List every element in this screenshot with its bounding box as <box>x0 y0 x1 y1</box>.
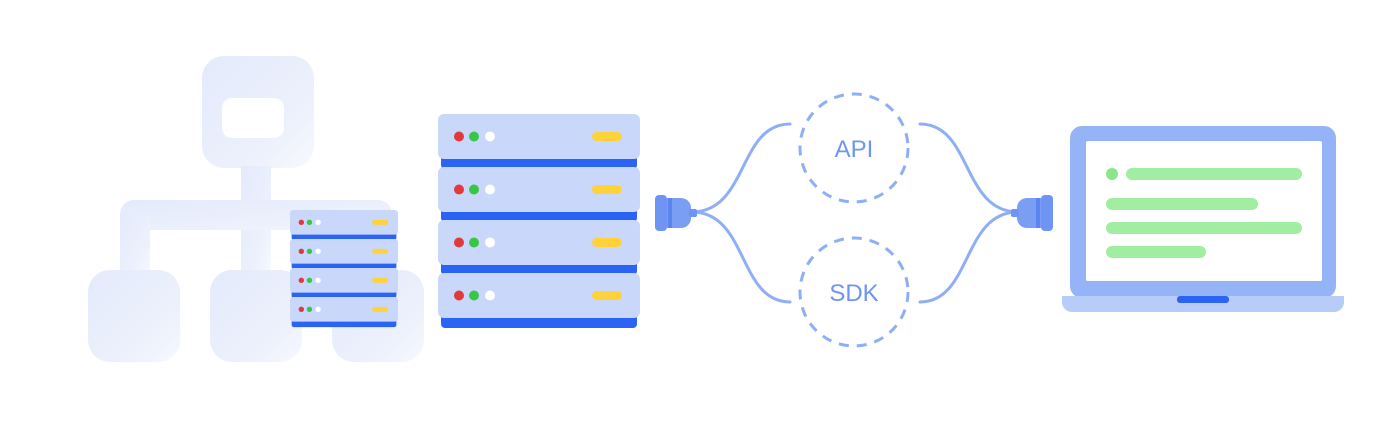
status-led-icon <box>298 277 305 284</box>
status-led-icon <box>485 290 495 301</box>
status-led-icon <box>454 184 464 195</box>
status-led-icon <box>315 306 321 313</box>
server-unit <box>290 297 398 328</box>
status-led-icon <box>469 184 479 195</box>
status-led-icon <box>315 219 321 226</box>
server-unit <box>290 268 398 299</box>
drive-bay <box>372 277 389 283</box>
server-unit <box>438 167 640 222</box>
status-led-icon <box>454 131 464 142</box>
line-sdk-to-right <box>918 210 1020 304</box>
status-led-icon <box>469 237 479 248</box>
drive-bay <box>592 132 622 141</box>
plug-connector-icon <box>655 195 697 231</box>
sdk-label: SDK <box>829 280 878 307</box>
plug-connector-icon <box>1011 195 1053 231</box>
server-rack-icon <box>290 210 398 328</box>
status-led-icon <box>485 184 495 195</box>
laptop-icon <box>1062 126 1344 312</box>
status-led-icon <box>469 290 479 301</box>
drive-bay <box>592 238 622 247</box>
drive-bay <box>372 219 389 225</box>
server-unit <box>438 114 640 169</box>
status-led-icon <box>454 290 464 301</box>
drive-bay <box>592 185 622 194</box>
status-led-icon <box>306 219 313 226</box>
server-unit <box>290 239 398 270</box>
status-led-icon <box>306 277 313 284</box>
drive-bay <box>372 306 389 312</box>
status-led-icon <box>315 277 321 284</box>
line-api-to-right <box>918 122 1020 214</box>
drive-bay <box>592 291 622 300</box>
status-led-icon <box>298 219 305 226</box>
status-led-icon <box>454 237 464 248</box>
drive-bay <box>372 248 389 254</box>
status-led-icon <box>315 248 321 255</box>
sdk-channel: SDK <box>798 236 910 348</box>
status-led-icon <box>469 131 479 142</box>
connection-lines <box>690 122 1020 304</box>
line-left-to-sdk <box>690 210 792 304</box>
code-lines <box>1106 168 1302 258</box>
server-rack-icon <box>438 114 640 328</box>
status-led-icon <box>306 248 313 255</box>
server-unit <box>438 220 640 275</box>
server-unit <box>290 210 398 241</box>
server-unit <box>438 273 640 328</box>
status-led-icon <box>298 306 305 313</box>
api-channel: API <box>798 92 910 204</box>
status-led-icon <box>306 306 313 313</box>
status-led-icon <box>485 131 495 142</box>
line-left-to-api <box>690 122 792 214</box>
api-label: API <box>835 136 874 163</box>
status-led-icon <box>485 237 495 248</box>
status-led-icon <box>298 248 305 255</box>
